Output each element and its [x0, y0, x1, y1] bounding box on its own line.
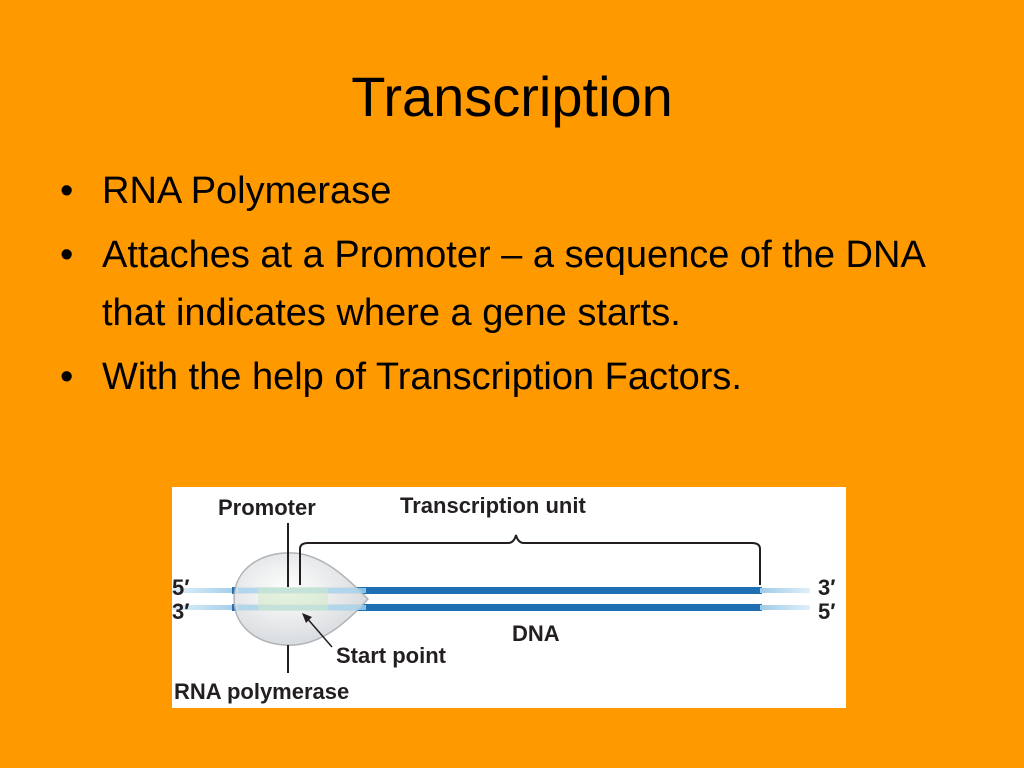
- dna-strand-bottom: [232, 604, 762, 611]
- dna-strand-left-top: [172, 588, 242, 593]
- right-bottom-end-label: 5′: [818, 599, 836, 624]
- bullet-text: RNA Polymerase: [102, 170, 392, 212]
- left-bottom-end-label: 3′: [172, 599, 190, 624]
- dna-strand-top: [232, 587, 762, 594]
- bullet-list: • RNA Polymerase • Attaches at a Promote…: [60, 162, 940, 412]
- start-point-arrowhead: [302, 613, 312, 623]
- bullet-text: With the help of Transcription Factors.: [102, 356, 742, 398]
- promoter-label: Promoter: [218, 495, 316, 520]
- promoter-region: [258, 587, 328, 611]
- bullet-text: Attaches at a Promoter – a sequence of t…: [102, 234, 924, 334]
- dna-strand-left-bottom: [172, 605, 242, 610]
- dna-strand-right-top: [760, 588, 810, 593]
- slide-title: Transcription: [351, 65, 673, 128]
- diagram-svg: Promoter Transcription unit 5′ 3′ 3′ 5′ …: [172, 493, 836, 704]
- transcription-diagram: Promoter Transcription unit 5′ 3′ 3′ 5′ …: [172, 487, 846, 708]
- rna-polymerase-label: RNA polymerase: [174, 679, 349, 704]
- transcription-unit-bracket: [299, 534, 761, 585]
- bullet-item: • RNA Polymerase: [60, 162, 940, 220]
- bullet-dot: •: [60, 234, 74, 276]
- bullet-item: • With the help of Transcription Factors…: [60, 348, 940, 406]
- start-point-arrow-line: [305, 616, 333, 648]
- start-point-label: Start point: [336, 643, 447, 668]
- bullet-dot: •: [60, 170, 74, 212]
- bullet-dot: •: [60, 356, 74, 398]
- transcription-unit-label: Transcription unit: [400, 493, 586, 518]
- bullet-item: • Attaches at a Promoter – a sequence of…: [60, 226, 940, 342]
- right-top-end-label: 3′: [818, 575, 836, 600]
- dna-strand-right-bottom: [760, 605, 810, 610]
- dna-label: DNA: [512, 621, 560, 646]
- left-top-end-label: 5′: [172, 575, 190, 600]
